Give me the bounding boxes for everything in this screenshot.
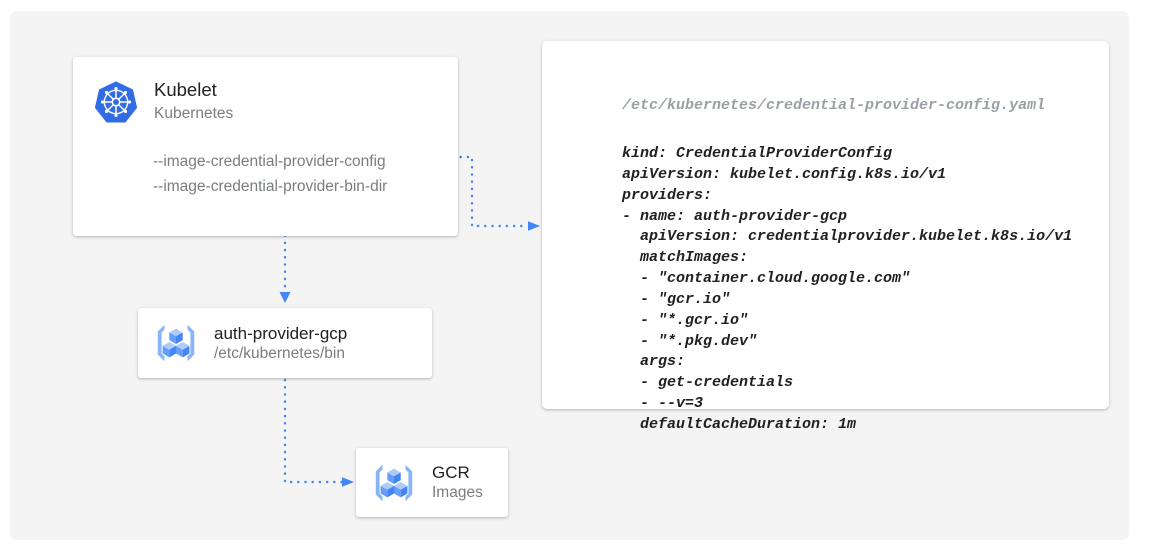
- kubelet-flag-bin-dir: --image-credential-provider-bin-dir: [153, 178, 388, 195]
- auth-provider-title: auth-provider-gcp: [214, 323, 348, 343]
- auth-provider-card-inner: auth-provider-gcp /etc/kubernetes/bin: [152, 319, 347, 367]
- auth-provider-subtitle: /etc/kubernetes/bin: [214, 344, 345, 362]
- gcr-subtitle: Images: [432, 484, 483, 501]
- cube-top: [169, 328, 183, 344]
- gcp-container-registry-icon: [375, 464, 413, 501]
- kubelet-titles: Kubelet Kubernetes: [154, 78, 233, 125]
- kubelet-flags-list: --image-credential-provider-config --ima…: [153, 149, 387, 199]
- yaml-file-path: /etc/kubernetes/credential-provider-conf…: [622, 97, 1046, 114]
- cube-right: [394, 481, 408, 497]
- gcp-container-registry-icon: [157, 324, 195, 362]
- kubelet-flag-config: --image-credential-provider-config: [153, 153, 386, 170]
- gcr-card-inner: GCR Images: [370, 459, 483, 507]
- credential-provider-config-panel[interactable]: /etc/kubernetes/credential-provider-conf…: [542, 41, 1109, 433]
- cube-left: [162, 342, 176, 358]
- gcr-title: GCR: [432, 463, 470, 482]
- gcr-titles: GCR Images: [432, 462, 483, 503]
- yaml-content: kind: CredentialProviderConfig apiVersio…: [622, 145, 1073, 433]
- cube-right: [176, 342, 190, 358]
- kubelet-subtitle: Kubernetes: [154, 105, 234, 122]
- kubernetes-logo-icon: [94, 81, 138, 123]
- kubelet-node-card[interactable]: Kubelet Kubernetes --image-credential-pr…: [73, 57, 458, 236]
- kubelet-card-header: Kubelet Kubernetes: [94, 78, 233, 125]
- kubelet-title: Kubelet: [154, 79, 217, 100]
- cube-left: [380, 481, 394, 497]
- gcr-node-card[interactable]: GCR Images: [356, 448, 508, 517]
- cube-top: [387, 468, 401, 484]
- auth-provider-gcp-node-card[interactable]: auth-provider-gcp /etc/kubernetes/bin: [138, 308, 432, 378]
- auth-provider-titles: auth-provider-gcp /etc/kubernetes/bin: [214, 323, 347, 364]
